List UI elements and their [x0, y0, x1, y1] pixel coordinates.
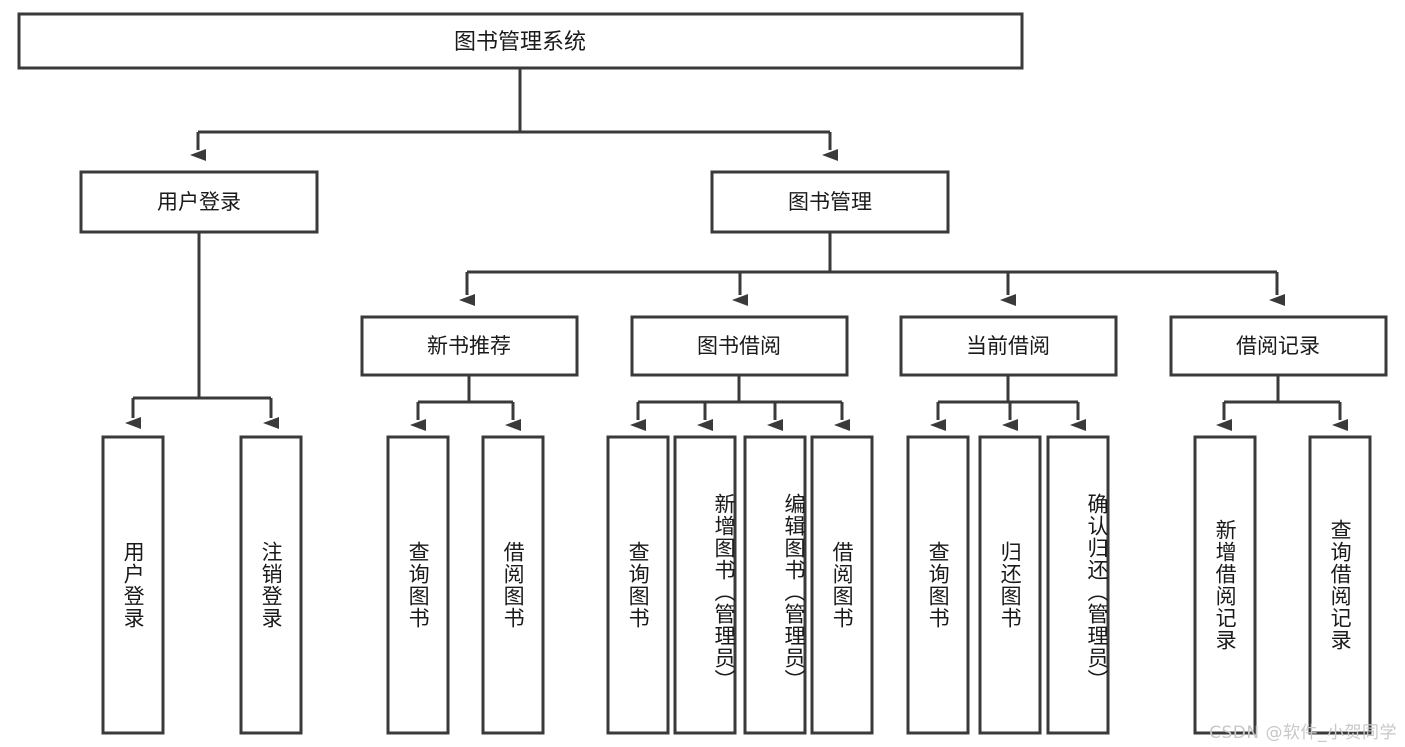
node-current-borrow[interactable]: [899, 315, 1118, 377]
node-book-manage[interactable]: [710, 170, 950, 234]
node-new-book-recommend-label: 新书推荐: [427, 334, 511, 358]
leaf-box-borrow-book-1[interactable]: [481, 435, 545, 735]
node-new-book-recommend[interactable]: [360, 315, 579, 377]
leaf-box-borrow-book-2[interactable]: [810, 435, 874, 735]
leaf-box-edit-book[interactable]: [743, 435, 807, 735]
leaf-box-query-book-1[interactable]: [386, 435, 450, 735]
node-book-borrow[interactable]: [630, 315, 849, 377]
node-book-manage-label: 图书管理: [788, 190, 872, 214]
node-root[interactable]: [17, 12, 1024, 70]
leaf-box-query-book-3[interactable]: [906, 435, 970, 735]
node-user-login-label: 用户登录: [157, 190, 241, 214]
csdn-watermark: CSDN @软件_小贺同学: [1209, 723, 1397, 743]
leaf-box-return-book[interactable]: [978, 435, 1042, 735]
leaf-box-add-book[interactable]: [673, 435, 737, 735]
node-borrow-record[interactable]: [1169, 315, 1388, 377]
leaf-box-query-book-2[interactable]: [606, 435, 670, 735]
leaf-box-confirm-return[interactable]: [1046, 435, 1110, 735]
leaf-box-user-login[interactable]: [101, 435, 165, 735]
leaf-box-query-record[interactable]: [1308, 435, 1372, 735]
node-root-label: 图书管理系统: [454, 30, 586, 55]
node-current-borrow-label: 当前借阅: [966, 334, 1050, 358]
leaf-box-add-record[interactable]: [1193, 435, 1257, 735]
node-book-borrow-label: 图书借阅: [697, 334, 781, 358]
node-borrow-record-label: 借阅记录: [1236, 334, 1320, 358]
leaf-box-logout[interactable]: [239, 435, 303, 735]
